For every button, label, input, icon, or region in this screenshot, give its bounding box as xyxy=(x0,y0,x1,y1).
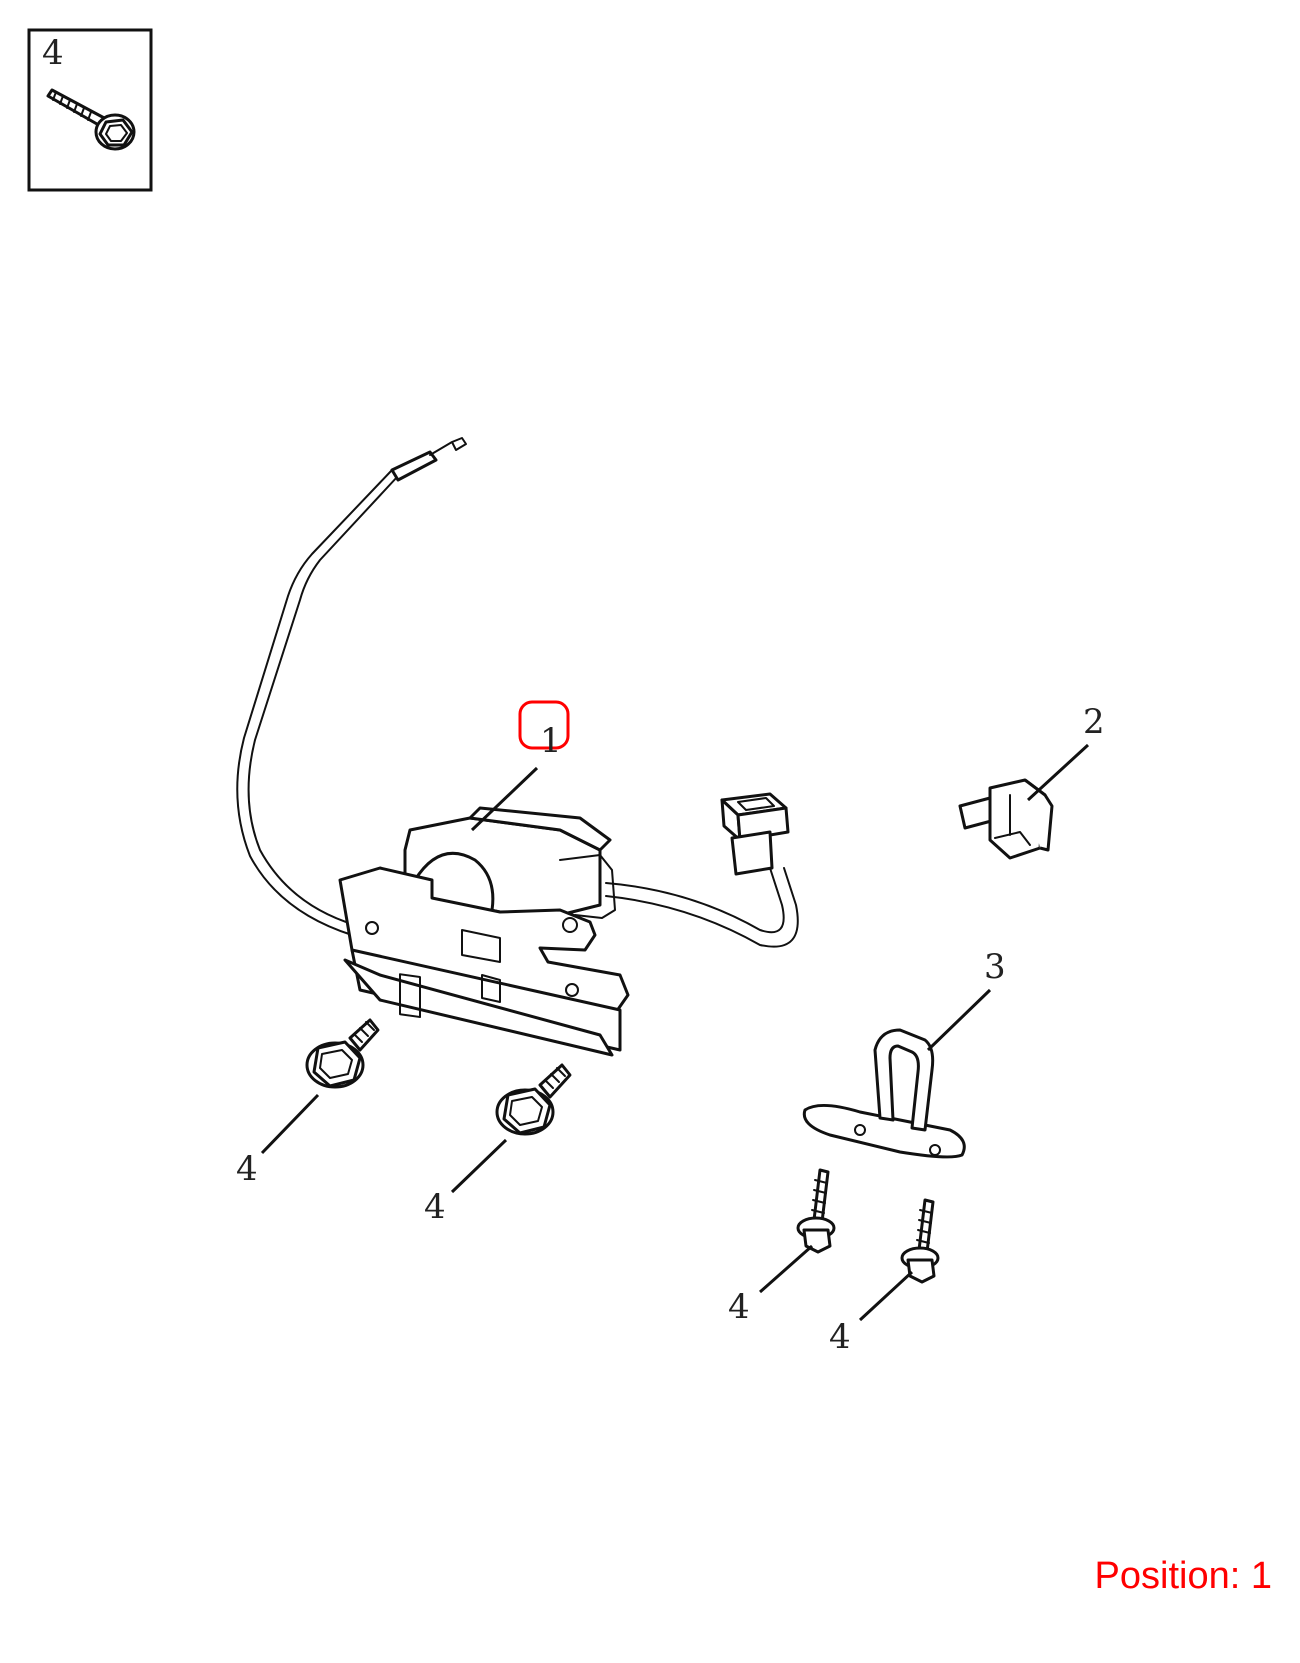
bolt-c xyxy=(796,1168,836,1254)
lock-assembly-part-1 xyxy=(236,437,799,1057)
switch-part-2 xyxy=(958,778,1054,860)
leader-4d xyxy=(858,1270,914,1322)
position-label: Position: 1 xyxy=(1094,1555,1272,1597)
highlight-marker xyxy=(518,700,570,750)
leader-1 xyxy=(470,766,539,832)
inset-callout-4: 4 xyxy=(42,33,64,73)
leader-4b xyxy=(450,1138,508,1194)
leader-2 xyxy=(1026,743,1090,802)
striker-part-3 xyxy=(802,1028,966,1159)
callout-4d: 4 xyxy=(829,1317,851,1357)
bolt-d xyxy=(900,1198,940,1284)
electrical-connector xyxy=(720,792,790,876)
callout-1: 1 xyxy=(540,721,562,761)
callout-4b: 4 xyxy=(424,1187,446,1227)
leader-3 xyxy=(926,988,992,1052)
callout-4a: 4 xyxy=(236,1149,258,1189)
inset-bolt-icon xyxy=(46,88,136,151)
callout-3: 3 xyxy=(984,947,1006,987)
callout-4c: 4 xyxy=(728,1287,750,1327)
callout-2: 2 xyxy=(1083,702,1105,742)
release-cable xyxy=(236,469,399,936)
bolt-a xyxy=(305,1018,380,1089)
leader-4a xyxy=(260,1093,320,1155)
bolt-b xyxy=(495,1063,572,1136)
inset-box: 4 xyxy=(27,28,153,192)
leader-4c xyxy=(759,1244,813,1294)
